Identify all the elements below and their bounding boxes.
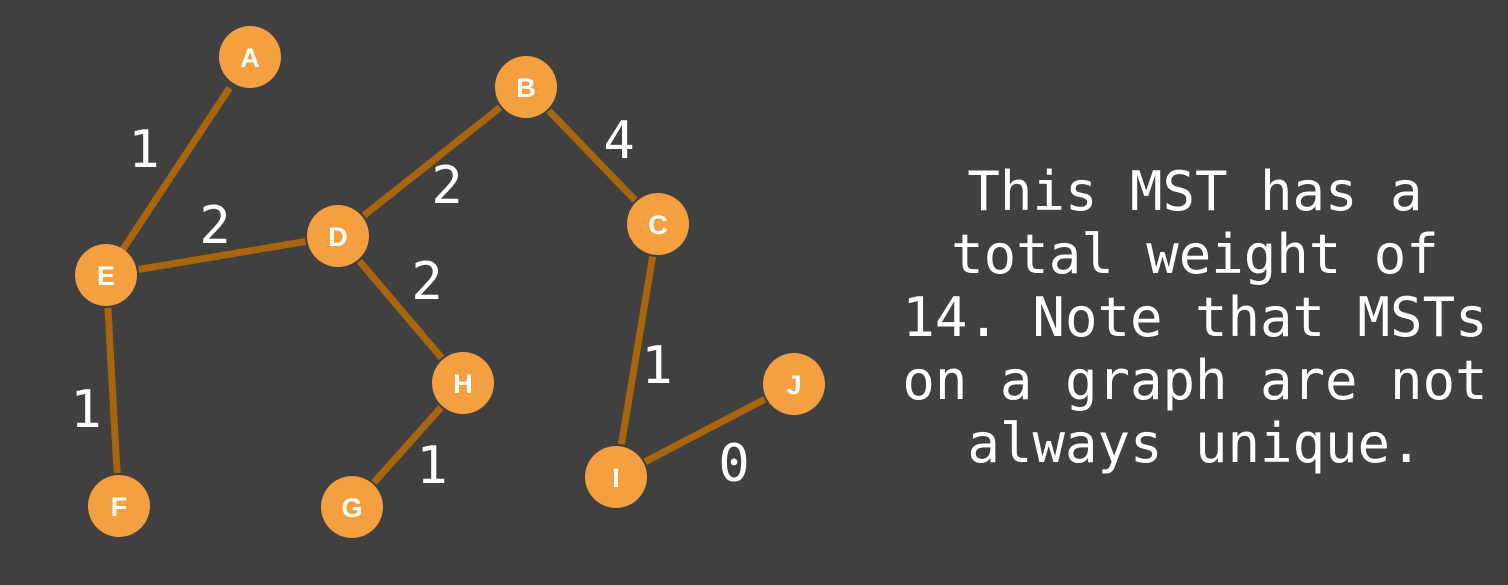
edge-h-g: [371, 405, 444, 485]
edge-d-h: [356, 258, 445, 361]
edge-e-d: [137, 238, 307, 273]
node-b: B: [495, 56, 557, 118]
node-circle-j: [763, 353, 825, 415]
node-label-c: C: [648, 210, 668, 240]
edges-layer: [103, 85, 767, 485]
node-circle-e: [75, 244, 137, 306]
edge-weight-e-d: 2: [199, 196, 230, 256]
edge-c-i: [617, 256, 657, 445]
node-a: A: [219, 26, 281, 88]
node-circle-h: [432, 352, 494, 414]
caption-line-2: total weight of: [951, 223, 1439, 286]
node-circle-g: [321, 476, 383, 538]
node-label-j: J: [786, 370, 801, 400]
node-j: J: [763, 353, 825, 415]
node-d: D: [307, 205, 369, 267]
node-label-h: H: [453, 369, 473, 399]
node-circle-c: [627, 193, 689, 255]
node-f: F: [88, 475, 150, 537]
node-label-d: D: [328, 222, 348, 252]
node-e: E: [75, 244, 137, 306]
edge-a-e: [103, 85, 233, 277]
node-label-g: G: [341, 493, 362, 523]
caption-line-3: 14. Note that MSTs: [902, 286, 1488, 349]
edge-weight-a-e: 1: [128, 120, 159, 180]
edge-i-j: [643, 396, 767, 465]
edge-weight-h-g: 1: [416, 436, 447, 496]
node-label-a: A: [240, 43, 260, 73]
caption-line-4: on a graph are not: [902, 349, 1488, 412]
node-circle-d: [307, 205, 369, 267]
edge-weight-b-c: 4: [603, 111, 634, 171]
caption-line-1: This MST has a: [967, 160, 1423, 223]
node-h: H: [432, 352, 494, 414]
edge-b-c: [546, 108, 638, 203]
edge-weight-e-f: 1: [70, 380, 101, 440]
node-label-b: B: [516, 73, 536, 103]
node-circle-a: [219, 26, 281, 88]
node-circle-i: [585, 446, 647, 508]
nodes-layer: A B C D E F G H I J: [75, 26, 825, 538]
edge-weight-d-b: 2: [431, 156, 462, 216]
node-label-f: F: [111, 492, 128, 522]
edge-weight-d-h: 2: [411, 252, 442, 312]
edge-e-f: [104, 307, 121, 474]
edge-weight-i-j: 0: [718, 434, 749, 494]
node-label-e: E: [97, 261, 115, 291]
node-circle-f: [88, 475, 150, 537]
edge-d-b: [361, 104, 503, 219]
mst-caption: This MST has a total weight of 14. Note …: [882, 160, 1508, 475]
caption-line-5: always unique.: [967, 412, 1423, 475]
node-c: C: [627, 193, 689, 255]
node-circle-b: [495, 56, 557, 118]
edge-weight-c-i: 1: [641, 336, 672, 396]
node-g: G: [321, 476, 383, 538]
node-i: I: [585, 446, 647, 508]
node-label-i: I: [612, 463, 620, 493]
